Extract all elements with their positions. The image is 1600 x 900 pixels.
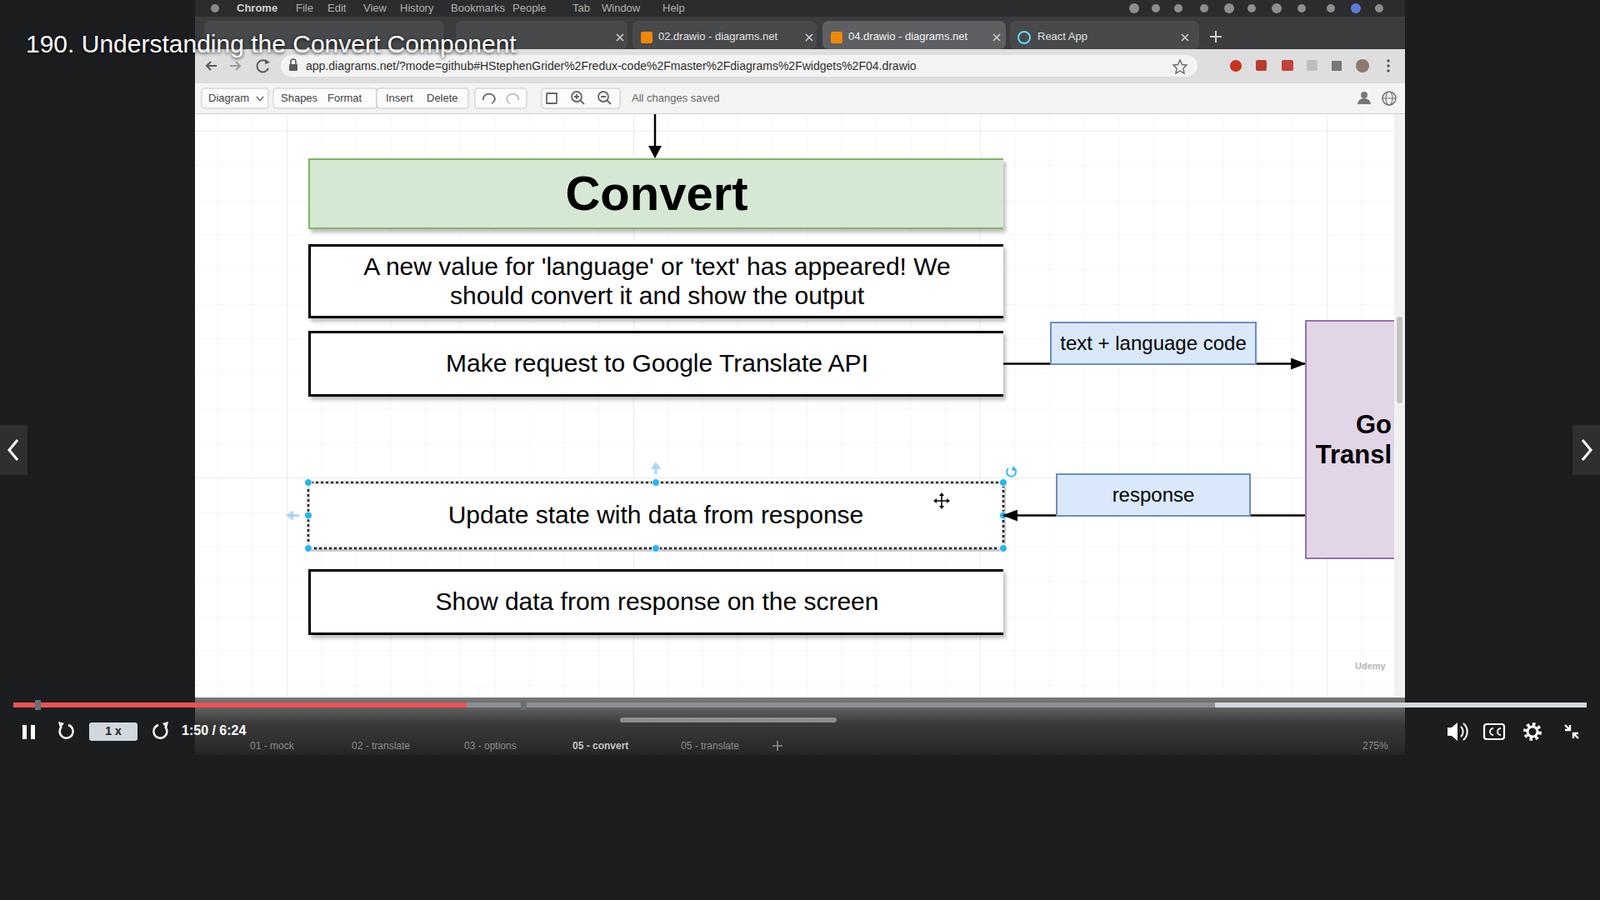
menu-item: Edit <box>327 2 346 15</box>
browser-tab-title: 04.drawio - diagrams.net <box>848 30 968 44</box>
process-box: Update state with data from response <box>308 482 1004 549</box>
step-text: Update state with data from response <box>448 500 865 530</box>
process-box: A new value for 'language' or 'text' has… <box>308 244 1004 319</box>
menu-item: View <box>363 2 387 15</box>
zoom-level: 275% <box>1362 740 1389 753</box>
selection-frame <box>285 461 1017 553</box>
menu-item: Chrome <box>236 2 278 15</box>
service-box: Go Transl <box>1305 320 1395 560</box>
browser-tab-title: 02.drawio - diagrams.net <box>658 30 778 44</box>
edge-label: response <box>1055 473 1251 517</box>
page-tab: 03 - options <box>464 740 517 753</box>
move-cursor <box>933 492 950 510</box>
menu-item: People <box>512 2 546 15</box>
menu-item: History <box>400 2 434 15</box>
browser-tab-title: React App <box>1037 30 1088 44</box>
page-tab: 05 - translate <box>680 740 740 753</box>
menu-item: Help <box>662 2 685 15</box>
step-text: Show data from response on the screen <box>435 587 880 617</box>
menu-item: File <box>295 2 314 15</box>
page-tab: 02 - translate <box>351 740 410 753</box>
process-box: Make request to Google Translate API <box>308 330 1004 397</box>
playback-speed: 1 x <box>105 724 121 738</box>
time-display: 1:50 / 6:24 <box>181 723 246 739</box>
step-text: Make request to Google Translate API <box>445 349 869 379</box>
toolbar-button: Insert <box>385 92 414 105</box>
video-title: 190. Understanding the Convert Component <box>25 30 517 60</box>
toolbar-button: Shapes <box>280 92 318 105</box>
step-text: A new value for 'language' or 'text' has… <box>327 252 987 310</box>
watermark: Udemy <box>1355 660 1386 672</box>
service-name: Go Transl <box>1308 410 1392 470</box>
save-status: All changes saved <box>631 92 720 105</box>
incoming-arrow <box>648 114 662 159</box>
page-tab: 05 - convert <box>572 740 629 753</box>
page-tab: 01 - mock <box>250 740 295 753</box>
component-header: Convert <box>308 158 1004 230</box>
toolbar-button: Format <box>327 92 362 105</box>
component-title: Convert <box>565 165 748 222</box>
process-box: Show data from response on the screen <box>308 569 1004 635</box>
menu-item: Bookmarks <box>450 2 505 15</box>
toolbar-button: Delete <box>426 92 459 105</box>
edge-label: text + language code <box>1050 321 1257 365</box>
diagram-canvas: Convert A new value for 'language' or 'te… <box>195 114 1395 698</box>
menu-item: Window <box>601 2 640 15</box>
menu-item: Tab <box>572 2 590 15</box>
url-text: app.diagrams.net/?mode=github#HStephenGr… <box>305 59 917 73</box>
toolbar-button: Diagram <box>208 92 250 105</box>
